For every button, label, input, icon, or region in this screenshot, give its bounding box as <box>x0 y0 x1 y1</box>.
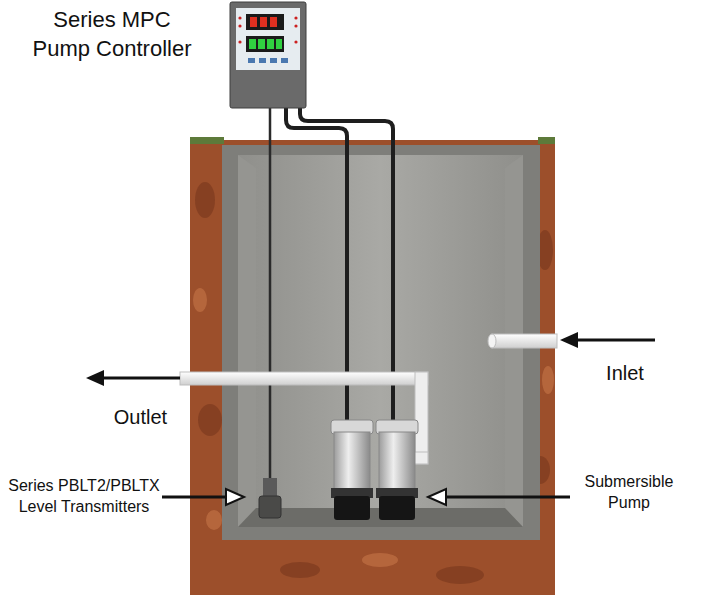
controller-housing <box>230 2 306 108</box>
pit-side-wall <box>238 155 256 527</box>
display-segments <box>249 39 282 49</box>
controller-display <box>246 14 284 30</box>
controller-panel <box>236 8 300 70</box>
pit-interior <box>238 155 523 527</box>
inlet-pipe <box>492 334 557 348</box>
display-segments <box>250 17 277 27</box>
submersible-pump <box>376 420 418 520</box>
leader-arrow <box>162 489 244 505</box>
leader-arrow <box>428 489 570 505</box>
outlet-pipe <box>180 372 428 385</box>
inlet-pipe-end <box>488 334 496 348</box>
pump-label: Submersible Pump <box>574 472 684 514</box>
outlet-arrow <box>86 370 180 386</box>
soil <box>190 140 555 595</box>
level-transmitter <box>259 478 281 518</box>
grass <box>538 137 555 144</box>
transmitter-cable <box>269 108 272 478</box>
controller-display <box>246 36 284 52</box>
grass <box>190 137 224 144</box>
transmitter-label: Series PBLT2/PBLTX Level Transmitters <box>8 476 160 518</box>
controller-leds <box>238 16 297 43</box>
discharge-pipe <box>415 372 428 464</box>
submersible-pump <box>331 420 373 520</box>
inlet-arrow <box>560 332 655 348</box>
controller-buttons <box>248 58 288 63</box>
outlet-label: Outlet <box>98 404 183 430</box>
inlet-label: Inlet <box>590 360 660 386</box>
controller-label: Series MPC Pump Controller <box>22 6 202 63</box>
